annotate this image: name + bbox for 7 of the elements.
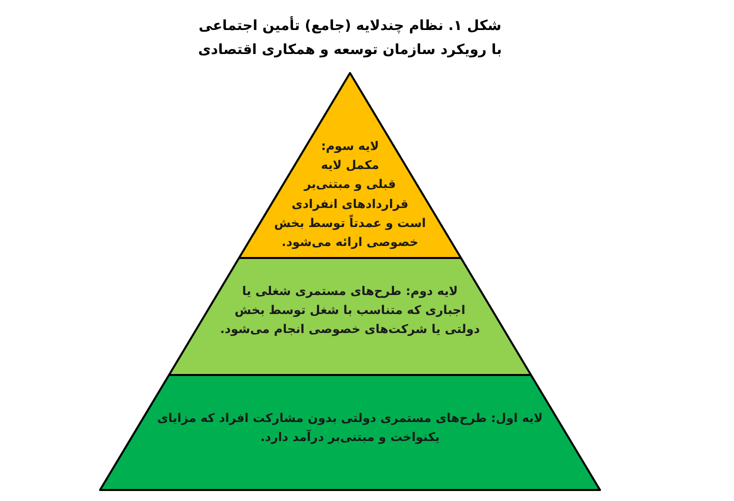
tier-description: لایه اول: طرح‌های مستمری دولتی بدون مشارکت افراد که مزایای یکنواخت و مبتنی‌بر درآمد دارد. [157, 411, 543, 444]
diagram-title: شکل ۱. نظام چندلایه (جامع) تأمین اجتماعی با رویکرد سازمان توسعه و همکاری اقتصادی [198, 18, 502, 58]
tier-description: لایه سوم: مکمل لایه قبلی و مبتنی‌بر قراردادهای انفرادی است و عمدتاً توسط بخش خصوصی ارائه می‌شود. [274, 139, 426, 249]
pyramid-tier [100, 375, 600, 490]
tier-description: لایه دوم: طرح‌های مستمری شغلی یا اجباری که متناسب با شغل توسط بخش دولتی یا شرکت‌های خصوصی انجام می‌شود. [220, 284, 480, 336]
pyramid-tier [169, 258, 531, 375]
pyramid-tier [239, 73, 461, 258]
